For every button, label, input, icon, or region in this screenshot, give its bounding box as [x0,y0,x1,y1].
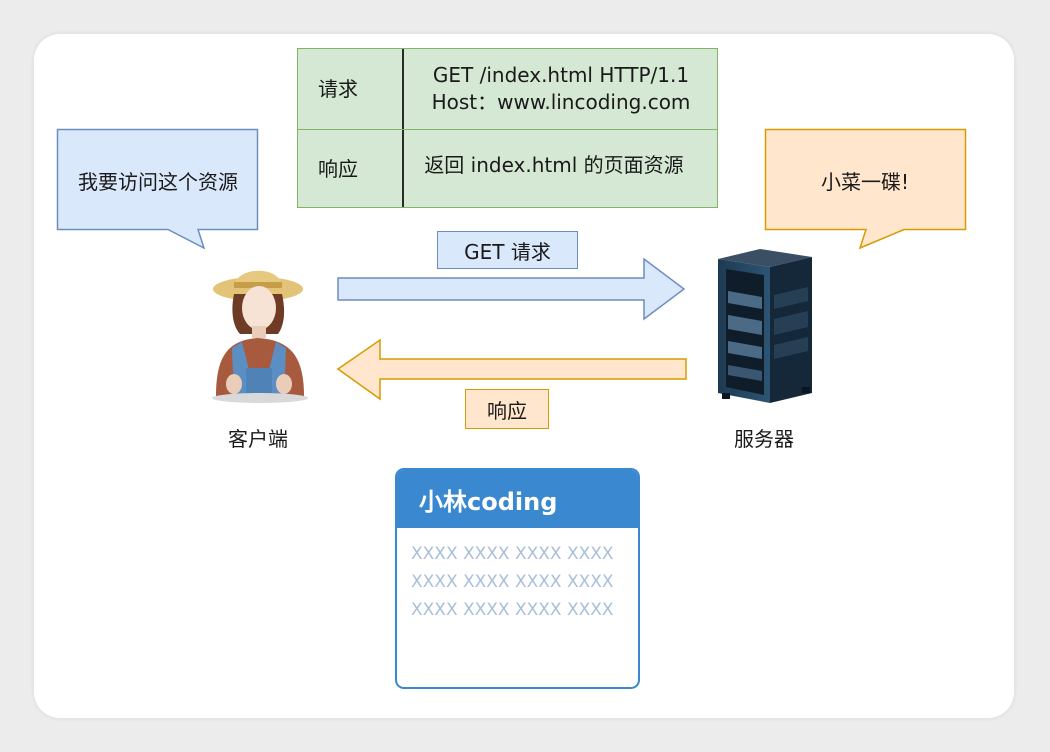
server-bubble-text: 小菜一碟! [820,169,910,194]
http-table: 请求 GET /index.html HTTP/1.1 Host：www.lin… [297,48,718,208]
table-key-request: 请求 [318,76,358,101]
server-speech-bubble [764,128,967,250]
server-rack-icon [718,249,812,403]
site-card-body: XXXX XXXX XXXX XXXX XXXX XXXX XXXX XXXX … [397,528,638,624]
client-label: 客户端 [228,427,288,451]
client-bubble-text: 我要访问这个资源 [78,169,238,194]
site-card-title: 小林coding [397,470,638,528]
site-card: 小林coding XXXX XXXX XXXX XXXX XXXX XXXX X… [395,468,640,689]
response-label: 响应 [465,389,549,429]
table-value-request-line2: Host：www.lincoding.com [431,90,691,114]
table-divider-vertical [402,49,404,207]
server-label: 服务器 [734,427,794,451]
table-divider-horizontal [298,129,717,130]
table-value-request: GET /index.html HTTP/1.1 Host：www.lincod… [404,61,718,117]
client-speech-bubble [56,128,259,250]
request-arrow [337,257,686,321]
site-card-line: XXXX XXXX XXXX XXXX [411,572,614,592]
farmer-person-icon [212,270,308,403]
site-card-line: XXXX XXXX XXXX XXXX [411,600,614,620]
response-arrow [336,338,687,401]
table-value-response: 返回 index.html 的页面资源 [424,152,684,177]
site-card-line: XXXX XXXX XXXX XXXX [411,544,614,564]
table-key-response: 响应 [318,156,358,181]
table-value-request-line1: GET /index.html HTTP/1.1 [432,63,690,87]
request-label: GET 请求 [437,231,578,269]
